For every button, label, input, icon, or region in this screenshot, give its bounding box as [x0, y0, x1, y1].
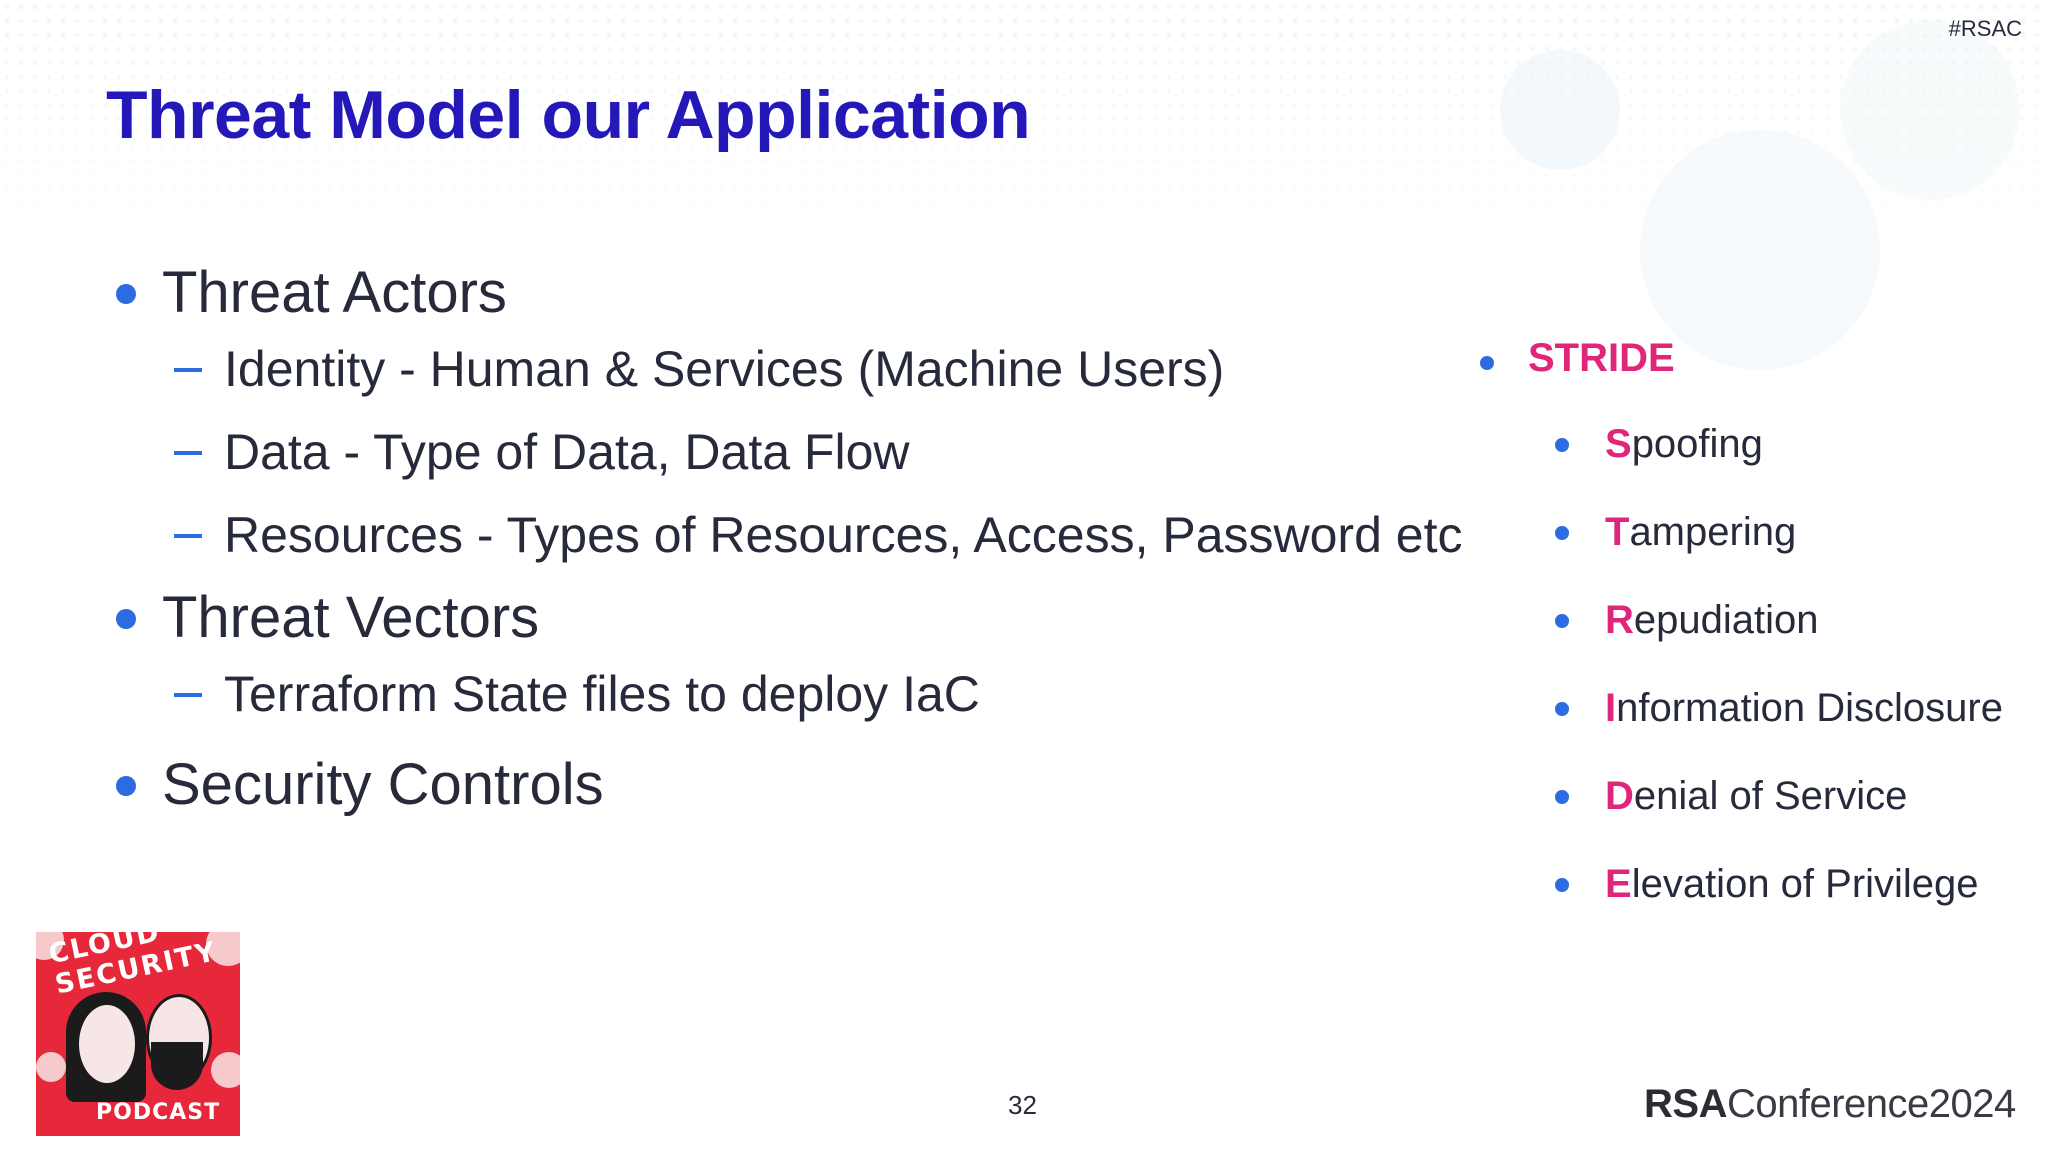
- bullet-dot-icon: [1555, 878, 1569, 892]
- background-bubble: [1840, 20, 2020, 200]
- bullet-heading: Threat Vectors: [116, 583, 1462, 653]
- bullet-dot-icon: [1555, 790, 1569, 804]
- dash-icon: [174, 534, 202, 538]
- podcast-logo-bottom-text: PODCAST: [96, 1100, 221, 1125]
- main-bullet-list: Threat Actors Identity - Human & Service…: [116, 258, 1462, 820]
- portrait-beard: [151, 1042, 203, 1090]
- bullet-dot-icon: [1555, 702, 1569, 716]
- cloud-icon: [36, 1052, 66, 1082]
- page-number: 32: [1008, 1090, 1037, 1120]
- brand-rsa: RSA: [1644, 1082, 1727, 1126]
- bullet-heading: Security Controls: [116, 750, 1462, 820]
- cloud-icon: [211, 1052, 240, 1088]
- bullet-dot-icon: [1480, 356, 1494, 370]
- bullet-item-security-controls: Security Controls: [116, 750, 1462, 820]
- podcast-logo-top-text: CLOUD SECURITY: [46, 932, 220, 1001]
- bullet-dot-icon: [1555, 438, 1569, 452]
- slide-title: Threat Model our Application: [106, 77, 1031, 153]
- background-bubble: [1500, 50, 1620, 170]
- bullet-heading: Threat Actors: [116, 258, 1462, 328]
- bullet-item-threat-actors: Threat Actors Identity - Human & Service…: [116, 258, 1462, 577]
- stride-item: Repudiation: [1555, 576, 2003, 664]
- bullet-dot-icon: [1555, 614, 1569, 628]
- brand-conference: Conference: [1726, 1082, 1929, 1126]
- sub-bullet-list: Terraform State files to deploy IaC: [116, 653, 1462, 736]
- brand-year: 2024: [1928, 1082, 2016, 1126]
- stride-item: Elevation of Privilege: [1555, 840, 2003, 928]
- bullet-dot-icon: [116, 609, 136, 629]
- background-dot-pattern: [0, 0, 2048, 260]
- hashtag-label: #RSAC: [1948, 16, 2022, 41]
- bullet-item-threat-vectors: Threat Vectors Terraform State files to …: [116, 583, 1462, 736]
- bullet-dot-icon: [116, 284, 136, 304]
- stride-item: Denial of Service: [1555, 752, 2003, 840]
- stride-heading: STRIDE: [1480, 336, 1675, 381]
- bullet-dot-icon: [116, 776, 136, 796]
- podcast-logo: CLOUD SECURITY PODCAST: [36, 932, 240, 1136]
- rsa-conference-logo: RSAConference2024: [1644, 1082, 2016, 1127]
- dash-icon: [174, 693, 202, 697]
- sub-bullet-item: Data - Type of Data, Data Flow: [174, 411, 1462, 494]
- stride-item: Information Disclosure: [1555, 664, 2003, 752]
- stride-item: Spoofing: [1555, 400, 2003, 488]
- dash-icon: [174, 451, 202, 455]
- sub-bullet-item: Terraform State files to deploy IaC: [174, 653, 1462, 736]
- stride-item: Tampering: [1555, 488, 2003, 576]
- portrait-face-icon: [76, 1002, 138, 1086]
- sub-bullet-list: Identity - Human & Services (Machine Use…: [116, 328, 1462, 577]
- sub-bullet-item: Resources - Types of Resources, Access, …: [174, 494, 1462, 577]
- stride-list: Spoofing Tampering Repudiation Informati…: [1555, 400, 2003, 928]
- sub-bullet-item: Identity - Human & Services (Machine Use…: [174, 328, 1462, 411]
- bullet-dot-icon: [1555, 526, 1569, 540]
- background-bubble: [1640, 130, 1880, 370]
- dash-icon: [174, 368, 202, 372]
